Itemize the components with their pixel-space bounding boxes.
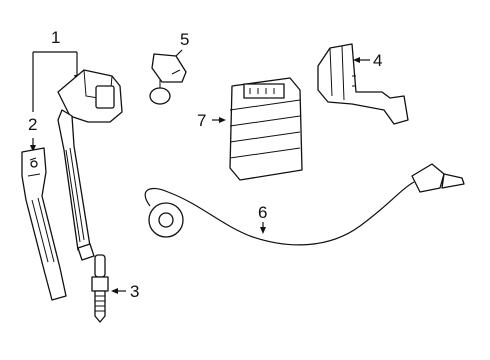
callout-7: 7	[197, 111, 206, 130]
coil-boot-tip	[77, 243, 95, 261]
callout-5: 5	[180, 30, 189, 49]
knock-sensor-drawing	[144, 163, 465, 246]
arrowhead-6	[260, 227, 266, 234]
camshaft-sensor-drawing	[149, 53, 187, 105]
arrowhead-4	[353, 57, 360, 63]
ecm-connector	[243, 83, 285, 99]
leader-1	[32, 51, 78, 112]
ignition-coil-drawing	[57, 69, 123, 261]
sensor-connector	[151, 53, 187, 83]
bracket-4-body	[317, 43, 409, 125]
sensor-details	[159, 69, 181, 88]
plug-hex	[91, 276, 109, 292]
sensor-body	[149, 87, 171, 105]
harness-terminal	[441, 173, 465, 189]
spark-plug-drawing	[91, 254, 109, 323]
ecm-pins	[249, 88, 275, 94]
engine-control-module-drawing	[229, 77, 303, 181]
bracket-hole	[30, 160, 38, 168]
connector-bracket-drawing	[317, 43, 409, 125]
coil-body	[57, 109, 91, 251]
arrowhead-7	[219, 117, 226, 123]
ecm-fins	[229, 99, 301, 159]
arrowhead-2	[30, 145, 36, 152]
bracket-ribs	[27, 157, 55, 263]
callout-1: 1	[51, 28, 60, 47]
plug-insulator	[94, 254, 106, 278]
coil-connector-plug	[95, 85, 115, 109]
arrowhead-3	[111, 288, 118, 294]
callout-6: 6	[258, 203, 267, 222]
coil-connector-housing	[57, 69, 123, 123]
coil-bracket-drawing	[21, 147, 67, 301]
callout-2: 2	[28, 115, 37, 134]
knock-sensor-bore	[158, 212, 174, 228]
callout-4: 4	[373, 51, 382, 70]
callout-3: 3	[130, 282, 139, 301]
plug-thread-lines	[95, 295, 105, 312]
knock-sensor-harness	[144, 181, 415, 246]
ecm-housing	[229, 77, 303, 181]
coil-body-ribs	[65, 147, 85, 243]
bracket-4-edges	[329, 45, 356, 101]
harness-connector	[411, 163, 445, 193]
